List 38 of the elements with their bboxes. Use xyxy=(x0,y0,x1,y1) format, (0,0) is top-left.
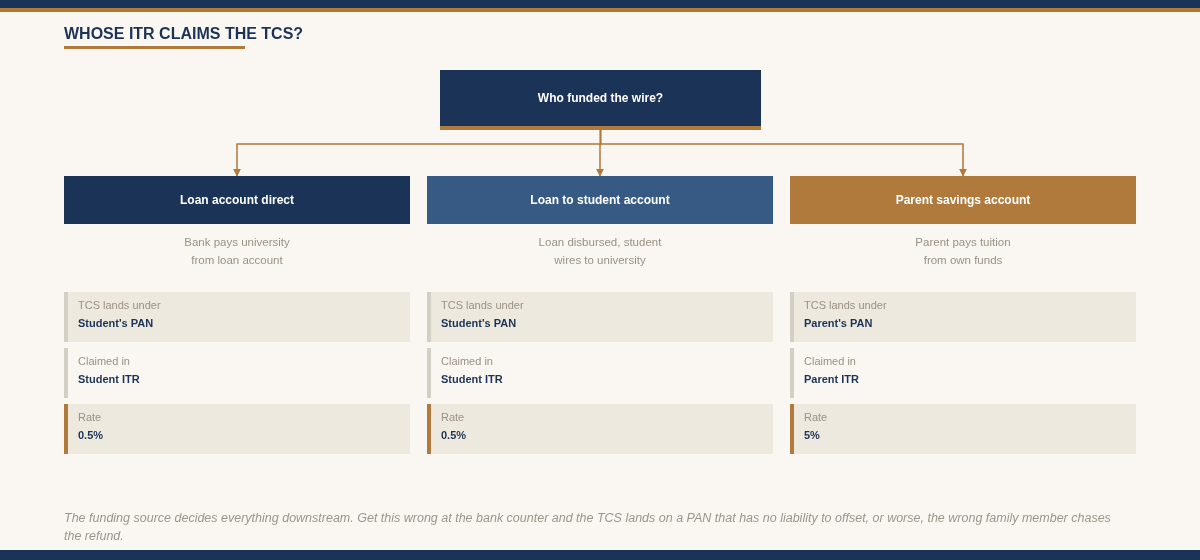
panel-value: Student ITR xyxy=(441,372,504,387)
option-description: Loan disbursed, student wires to university xyxy=(537,235,663,268)
info-panel xyxy=(790,404,1136,454)
panel-label: Rate xyxy=(78,410,103,425)
info-panel xyxy=(790,292,1136,342)
info-panel xyxy=(64,404,410,454)
option-header xyxy=(790,176,1136,224)
box-label: Parent savings account xyxy=(895,193,1031,207)
panel-label: Claimed in xyxy=(78,354,131,369)
info-panel xyxy=(427,292,773,342)
panel-value: Parent's PAN xyxy=(804,316,874,331)
panel-label: TCS lands under xyxy=(441,298,525,313)
panel-value: 5% xyxy=(804,428,821,443)
panel-value: Student ITR xyxy=(78,372,141,387)
panel-value: 0.5% xyxy=(441,428,468,443)
option-description: Parent pays tuition from own funds xyxy=(914,235,1012,268)
panel-value: Parent ITR xyxy=(804,372,860,387)
panel-value: 0.5% xyxy=(78,428,105,443)
panel-value: Student's PAN xyxy=(441,316,518,331)
option-header xyxy=(427,176,773,224)
panel-label: Claimed in xyxy=(804,354,857,369)
option-header xyxy=(64,176,410,224)
option-description: Bank pays university from loan account xyxy=(183,235,291,268)
box-label: Loan to student account xyxy=(530,193,670,207)
panel-label: TCS lands under xyxy=(804,298,888,313)
box-label: Who funded the wire? xyxy=(537,91,664,105)
question-box xyxy=(440,70,761,130)
info-panel xyxy=(64,292,410,342)
caption-note: The funding source decides everything downstream. Get this wrong at the bank counter and the TCS lands on a PAN that has no liability to offset, or worse, the wrong family member chases the refund. xyxy=(64,510,1112,545)
panel-label: TCS lands under xyxy=(78,298,162,313)
panel-label: Rate xyxy=(804,410,829,425)
panel-value: Student's PAN xyxy=(78,316,155,331)
panel-label: Claimed in xyxy=(441,354,494,369)
panel-label: Rate xyxy=(441,410,466,425)
box-label: Loan account direct xyxy=(180,193,294,207)
connector-arrow xyxy=(599,129,967,177)
diagram-title: WHOSE ITR CLAIMS THE TCS? xyxy=(64,25,304,43)
info-panel xyxy=(427,404,773,454)
